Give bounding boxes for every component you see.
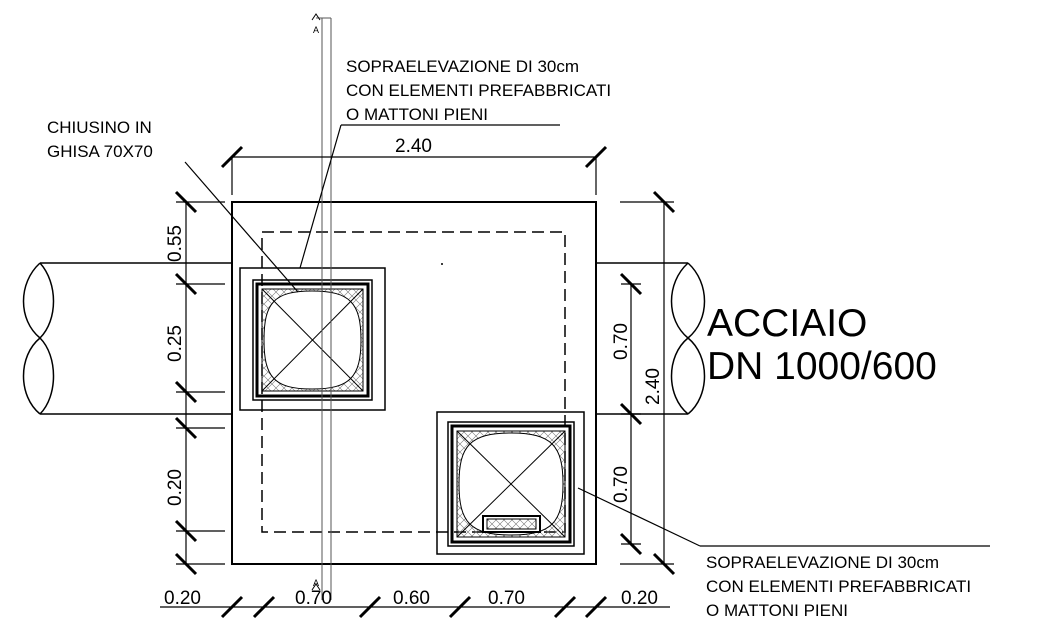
dim-left-3: 0.20	[165, 469, 186, 506]
dim-right-2: 0.70	[611, 466, 632, 503]
cover-note-line2: GHISA 70X70	[47, 142, 153, 161]
dimension-top	[220, 145, 608, 195]
raise-note-bottom-line1: SOPRAELEVAZIONE DI 30cm	[706, 553, 939, 572]
dimension-bottom	[160, 595, 670, 619]
dim-bottom-5: 0.20	[621, 588, 658, 609]
section-mark-top: A	[313, 25, 319, 35]
raise-note-top-line3: O MATTONI PIENI	[346, 105, 488, 124]
dimension-left	[174, 190, 225, 576]
pipe-label-line2: DN 1000/600	[707, 345, 937, 388]
chamber-outline	[231, 201, 597, 565]
dim-bottom-1: 0.20	[164, 588, 201, 609]
dim-top-width: 2.40	[395, 136, 432, 157]
dimension-right	[619, 190, 676, 576]
center-dot	[441, 263, 443, 265]
section-mark-bottom: A	[313, 578, 319, 588]
raise-note-bottom-line3: O MATTONI PIENI	[706, 601, 848, 620]
dim-right-1: 0.70	[611, 323, 632, 360]
cover-note-line1: CHIUSINO IN	[47, 118, 152, 137]
raise-note-top-line2: CON ELEMENTI PREFABBRICATI	[346, 81, 611, 100]
dim-bottom-2: 0.70	[295, 588, 332, 609]
dim-right-total: 2.40	[643, 368, 664, 405]
dim-left-1: 0.55	[165, 225, 186, 262]
raise-note-bottom-line2: CON ELEMENTI PREFABBRICATI	[706, 577, 971, 596]
pipe-left	[22, 262, 232, 415]
section-line	[311, 13, 332, 600]
pipe-right	[596, 262, 706, 415]
dim-left-2: 0.25	[165, 325, 186, 362]
manhole-cover-top-left	[239, 267, 386, 411]
raise-note-top-line1: SOPRAELEVAZIONE DI 30cm	[346, 57, 579, 76]
dim-bottom-4: 0.70	[488, 588, 525, 609]
dim-bottom-3: 0.60	[393, 588, 430, 609]
leader-lines	[184, 124, 990, 547]
pipe-label-line1: ACCIAIO	[707, 302, 867, 345]
manhole-cover-bottom-right	[436, 411, 585, 555]
